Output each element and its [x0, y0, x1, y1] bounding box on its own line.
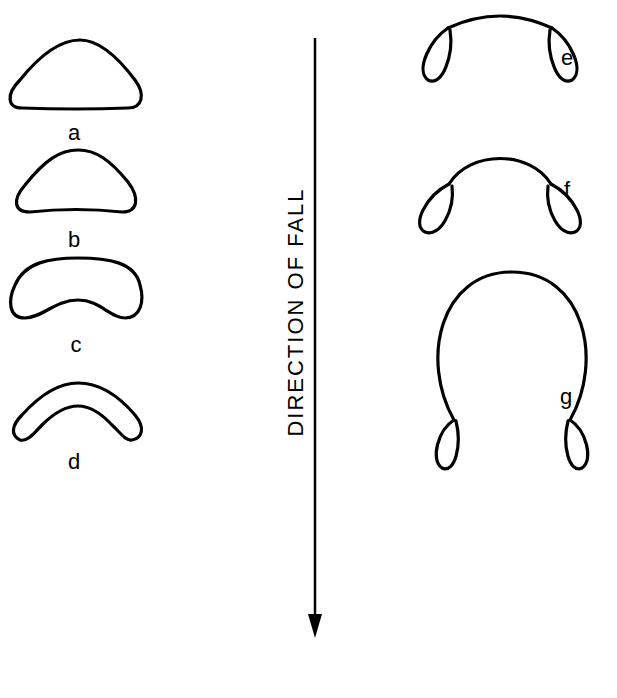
drop-shape-c — [11, 258, 142, 318]
panel-letter: g — [560, 386, 572, 408]
drop-shape-f — [420, 159, 581, 233]
panel-letter: a — [68, 122, 80, 144]
panel-letter: b — [68, 229, 80, 251]
drop-shape-e — [423, 16, 577, 81]
drop-shape-d — [13, 383, 141, 440]
panel-letter: d — [68, 451, 80, 473]
panel-letter: c — [71, 334, 82, 356]
fall-arrow — [308, 38, 322, 638]
panel-letter: e — [561, 47, 573, 69]
drop-shape-b — [16, 150, 135, 212]
drop-shape-g — [436, 272, 588, 469]
axis-label: DIRECTION OF FALL — [285, 187, 307, 436]
panel-letter: f — [564, 179, 570, 201]
drop-shape-a — [10, 40, 141, 109]
